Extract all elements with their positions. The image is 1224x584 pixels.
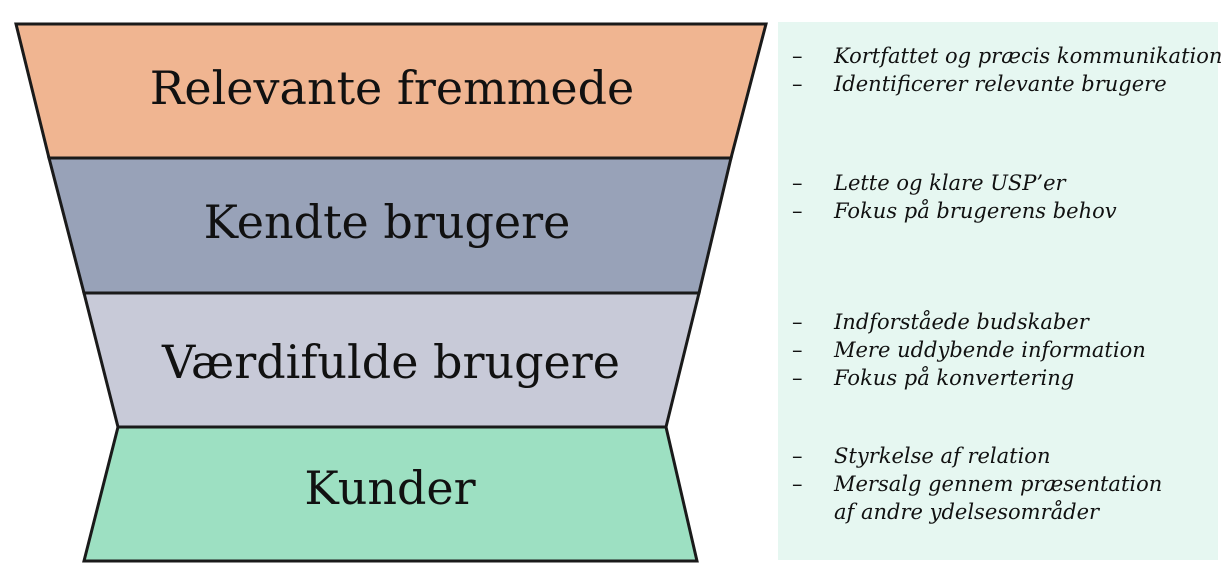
note-text: Kortfattet og præcis kommunikation [834, 44, 1223, 68]
notes-panel: – Kortfattet og præcis kommunikation – Ide… [778, 22, 1222, 560]
dash-bullet: – [792, 44, 803, 68]
note-item: – Identificerer relevante brugere [778, 70, 1218, 98]
dash-bullet: – [792, 310, 803, 334]
dash-bullet: – [792, 199, 803, 223]
note-text: Lette og klare USP’er [834, 171, 1066, 195]
note-text: Indforståede budskaber [834, 310, 1089, 334]
note-text: Styrkelse af relation [834, 444, 1051, 468]
note-text: Fokus på konvertering [834, 366, 1075, 390]
dash-bullet: – [792, 72, 803, 96]
note-group-4: – Styrkelse af relation – Mersalg gennem p… [778, 442, 1218, 526]
funnel-diagram: Relevante fremmede Kendte brugere Værdif… [14, 22, 768, 563]
note-item: – Fokus på brugerens behov [778, 197, 1218, 225]
note-item: – Styrkelse af relation [778, 442, 1218, 470]
note-item: – Indforståede budskaber [778, 308, 1218, 336]
note-item: – Mere uddybende information [778, 336, 1218, 364]
note-item: – Mersalg gennem præsentation af andre yd… [778, 470, 1174, 526]
funnel-stage-3-label: Værdifulde brugere [161, 335, 620, 389]
note-text: Mere uddybende information [834, 338, 1146, 362]
funnel-stage-1-label: Relevante fremmede [150, 61, 635, 115]
dash-bullet: – [792, 338, 803, 362]
note-group-1: – Kortfattet og præcis kommunikation – Ide… [778, 42, 1222, 98]
note-item: – Kortfattet og præcis kommunikation [778, 42, 1222, 70]
note-item: – Fokus på konvertering [778, 364, 1218, 392]
funnel-stage-4-shape [82, 425, 699, 563]
note-item: – Lette og klare USP’er [778, 169, 1218, 197]
dash-bullet: – [792, 444, 803, 468]
note-group-3: – Indforståede budskaber – Mere uddybende … [778, 308, 1218, 392]
dash-bullet: – [792, 171, 803, 195]
note-text: Fokus på brugerens behov [834, 199, 1117, 223]
funnel-stage-4-label: Kunder [304, 461, 475, 515]
funnel-stage-2-label: Kendte brugere [204, 195, 571, 249]
dash-bullet: – [792, 472, 803, 496]
note-text: Mersalg gennem præsentation af andre yde… [834, 472, 1163, 524]
note-group-2: – Lette og klare USP’er – Fokus på brugere… [778, 169, 1218, 225]
note-text: Identificerer relevante brugere [834, 72, 1167, 96]
dash-bullet: – [792, 366, 803, 390]
